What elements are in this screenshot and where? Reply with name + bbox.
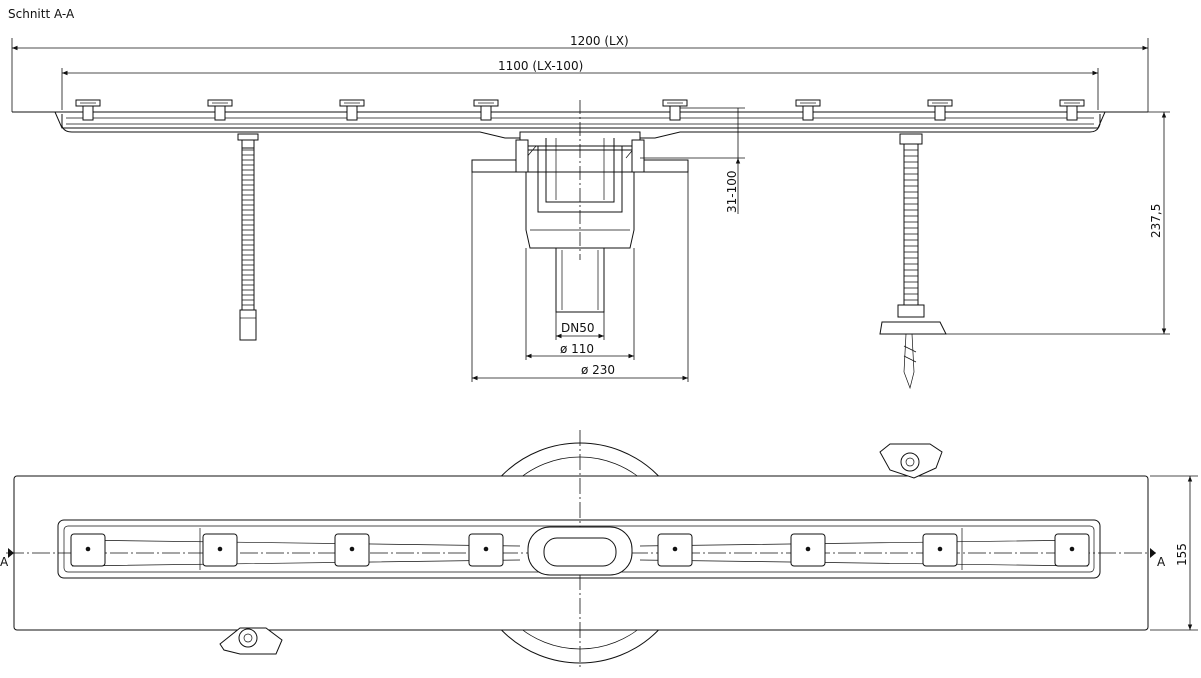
dim-inner-label: 1100 (LX-100)	[498, 59, 583, 73]
section-marker-left: A	[0, 548, 14, 569]
dim-height-adjust: 31-100	[640, 107, 745, 214]
dim-width-label: 155	[1175, 543, 1189, 566]
plan-foot-bottom	[219, 627, 283, 655]
section-marker-left-label: A	[0, 555, 9, 569]
grate-supports	[75, 99, 1085, 121]
plan-foot-top	[879, 443, 943, 479]
dim-d230-label: ø 230	[581, 363, 615, 377]
plan-view: A A 155	[0, 430, 1198, 668]
dim-dn50-label: DN50	[561, 321, 595, 335]
section-marker-right-label: A	[1157, 555, 1166, 569]
dim-height-adjust-label: 31-100	[725, 170, 739, 213]
dim-d230: ø 230	[471, 172, 689, 382]
dim-overall-length: 1200 (LX)	[11, 34, 1149, 112]
section-view: 1200 (LX) 1100 (LX-100)	[11, 34, 1170, 390]
section-title: Schnitt A-A	[8, 7, 75, 21]
left-adjustable-foot	[237, 133, 259, 341]
dim-d110: ø 110	[525, 248, 635, 360]
outlet-grate	[527, 526, 633, 576]
section-marker-right: A	[1150, 548, 1166, 569]
plan-supports	[70, 533, 1090, 567]
dim-width: 155	[1150, 475, 1198, 631]
inner-channel	[57, 519, 1101, 579]
dim-overall-label: 1200 (LX)	[570, 34, 629, 48]
dim-total-height: 237,5	[940, 111, 1170, 335]
dim-dn50: DN50	[555, 312, 605, 340]
dim-inner-length: 1100 (LX-100)	[61, 59, 1099, 110]
right-adjustable-foot	[879, 133, 947, 390]
dim-d110-label: ø 110	[560, 342, 594, 356]
dim-total-height-label: 237,5	[1149, 204, 1163, 238]
